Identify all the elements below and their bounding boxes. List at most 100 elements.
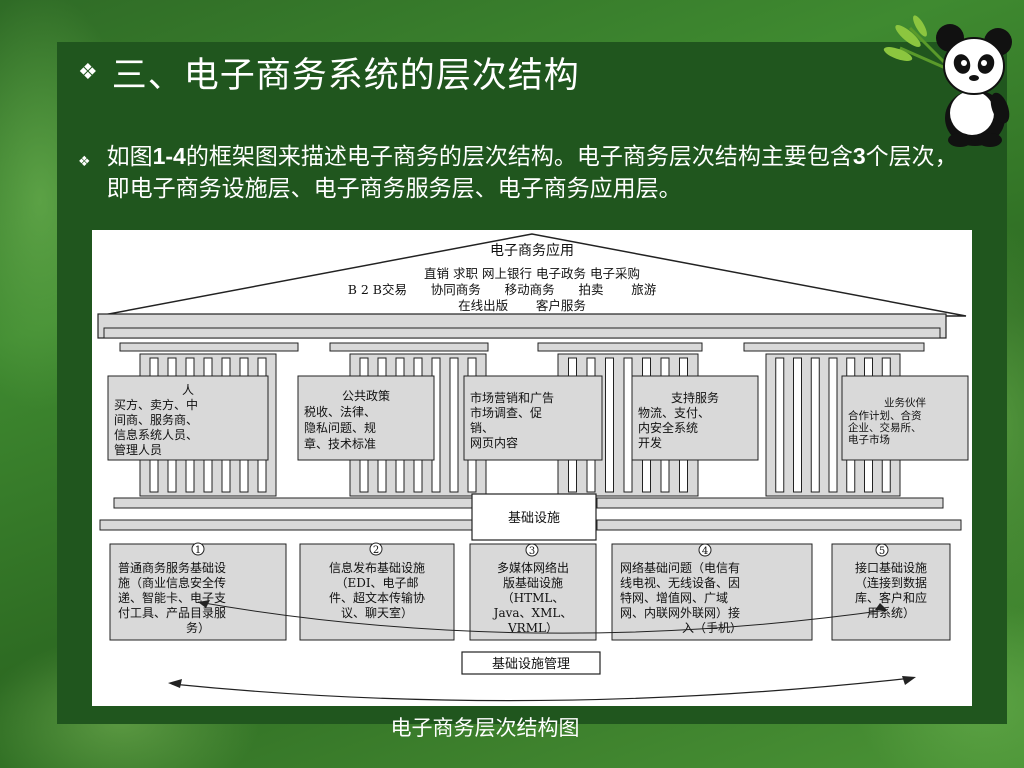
foundation-num-circle-4 [698, 543, 712, 557]
foundation-3-line-1: 多媒体网络出 [497, 560, 569, 575]
pillar-5-line-4: 电子市场 [848, 433, 890, 446]
foundation-connector-curve [197, 601, 888, 634]
mgmt-label-box [461, 651, 601, 675]
pillar-4-line-1: 支持服务 [671, 390, 719, 405]
mgmt-arc-arrow-left-icon [168, 679, 182, 688]
pillar-stripe [775, 357, 785, 493]
roof-title: 电子商务应用 [490, 242, 574, 259]
connector-arrow-left-icon [198, 600, 210, 608]
foundation-3-line-2: 版基础设施 [503, 576, 563, 590]
roof-line-1: 直销 求职 网上银行 电子政务 电子采购 [424, 266, 640, 281]
foundation-1-line-5: 务） [186, 620, 210, 635]
foundation-box-1 [109, 543, 287, 641]
foundation-box-2 [299, 543, 455, 641]
foundation-4-line-4: 网、内联网外联网）接 [620, 605, 740, 620]
pillar-2-line-2: 税收、法律、 [304, 405, 376, 419]
base-band-2 [596, 497, 944, 509]
roof-line-3: 在线出版 客户服务 [458, 298, 586, 313]
foundation-num-circle-5 [875, 543, 889, 557]
pillar-3-line-3: 销、 [470, 421, 494, 435]
panda-mascot-icon [883, 15, 1012, 147]
pillar-stripe [623, 357, 633, 493]
capital-1 [119, 342, 299, 352]
para-body: 如图1-4的框架图来描述电子商务的层次结构。电子商务层次结构主要包含3个层次，即… [107, 140, 977, 205]
pillar-box-2 [297, 375, 435, 461]
pillar-5-line-2: 合作计划、合资 [848, 409, 922, 422]
para-seg-0: 如图 [106, 144, 153, 170]
mgmt-arc-arrow-right-icon [902, 676, 916, 685]
base-band-3 [99, 519, 473, 531]
pillar-stripe [605, 357, 614, 493]
pillar-boxes [107, 375, 969, 461]
intro-paragraph: ❖ 如图1-4的框架图来描述电子商务的层次结构。电子商务层次结构主要包含3个层次… [78, 140, 988, 205]
pillar-stripe [828, 357, 838, 493]
pillar-1-line-2: 买方、卖方、中 [114, 397, 198, 412]
pillar-4-line-3: 内安全系统 [638, 420, 698, 435]
pillar-box-1 [107, 375, 269, 461]
pillar-3-line-4: 网页内容 [470, 435, 518, 450]
mgmt-arc [171, 677, 913, 702]
title-text: 三、电子商务系统的层次结构 [111, 55, 580, 96]
base-band-4 [596, 519, 962, 531]
base-band-1 [113, 497, 475, 509]
foundation-num-1: 1 [195, 545, 201, 556]
foundation-num-circle-3 [525, 543, 539, 557]
pillar-5-line-3: 企业、交易所、 [848, 421, 922, 434]
pillar-stripe [810, 357, 820, 493]
foundation-1-line-3: 递、智能卡、电子支 [118, 590, 226, 605]
pillar-4-line-2: 物流、支付、 [638, 406, 710, 420]
pillar-box-5 [841, 375, 969, 461]
foundation-1-line-1: 普通商务服务基础设 [118, 560, 226, 575]
foundation-num-5: 5 [879, 546, 885, 557]
foundation-4-line-1: 网络基础问题（电信有 [620, 560, 740, 575]
foundation-num-3: 3 [529, 546, 535, 557]
pillar-box-3 [463, 375, 603, 461]
pillar-stripe [449, 357, 459, 493]
pillar-4-line-4: 开发 [638, 435, 662, 450]
pillar-2-line-3: 隐私问题、规 [304, 420, 376, 435]
pillar-1-line-3: 间商、服务商、 [114, 412, 198, 427]
slide-title: ❖ 三、电子商务系统的层次结构 [78, 42, 580, 102]
capital-2 [329, 342, 489, 352]
connector-arrow-right-icon [875, 603, 887, 610]
foundation-5-line-2: （连接到数据 [855, 575, 927, 590]
roof-band-2 [103, 327, 941, 339]
foundation-5-line-3: 库、客户和应 [855, 590, 927, 605]
foundation-num-4: 4 [702, 546, 708, 557]
mgmt-label: 基础设施管理 [492, 657, 570, 672]
foundation-3-line-4: Java、XML、 [492, 606, 573, 620]
foundation-num-2: 2 [373, 545, 379, 556]
foundation-num-circle-1 [191, 542, 205, 556]
ecommerce-architecture-diagram: 电子商务应用 直销 求职 网上银行 电子政务 电子采购 B 2 B交易 协同商务… [92, 230, 972, 706]
foundation-1-line-4: 付工具、产品目录服 [118, 606, 226, 620]
pillar-3-line-1: 市场营销和广告 [470, 390, 554, 405]
pillar-stripe [793, 357, 802, 493]
caption-text: 电子商务层次结构图 [390, 716, 580, 740]
foundation-num-circle-2 [369, 542, 383, 556]
foundation-4-line-3: 特网、增值网、广域 [620, 590, 728, 605]
capital-3 [537, 342, 703, 352]
foundation-3-line-3: （HTML、 [502, 591, 565, 605]
foundation-3-line-5: VRML） [507, 621, 558, 635]
foundation-2-line-1: 信息发布基础设施 [329, 560, 425, 575]
title-bullet-icon: ❖ [78, 59, 98, 85]
foundation-1-line-2: 施（商业信息安全传 [118, 575, 226, 590]
infra-label: 基础设施 [508, 511, 560, 526]
foundation-5-line-1: 接口基础设施 [855, 560, 927, 575]
foundation-box-3 [469, 543, 597, 641]
foundation-4-line-2: 线电视、无线设备、因 [620, 575, 740, 590]
pillar-5-line-1: 业务伙伴 [884, 396, 926, 409]
para-seg-1: 1-4 [152, 143, 186, 169]
diagram-caption: 电子商务层次结构图 [0, 712, 1024, 742]
foundation-box-5 [831, 543, 951, 641]
para-seg-2: 的框架图来描述电子商务的层次结构。电子商务层次结构主要包含 [185, 144, 853, 170]
capital-4 [743, 342, 925, 352]
pillar-3-line-2: 市场调查、促 [470, 405, 542, 420]
pillar-box-4 [631, 375, 759, 461]
para-seg-4: 个层次，即电子商务设施层、电子商务服务层、电子商务应用层。 [106, 144, 958, 202]
foundation-box-4 [611, 543, 813, 641]
pillar-2-line-1: 公共政策 [342, 389, 390, 403]
pillar-1-line-5: 管理人员 [114, 442, 162, 457]
foundation-2-line-2: （EDI、电子邮 [335, 576, 418, 590]
foundation-2-line-3: 件、超文本传输协 [329, 590, 425, 605]
